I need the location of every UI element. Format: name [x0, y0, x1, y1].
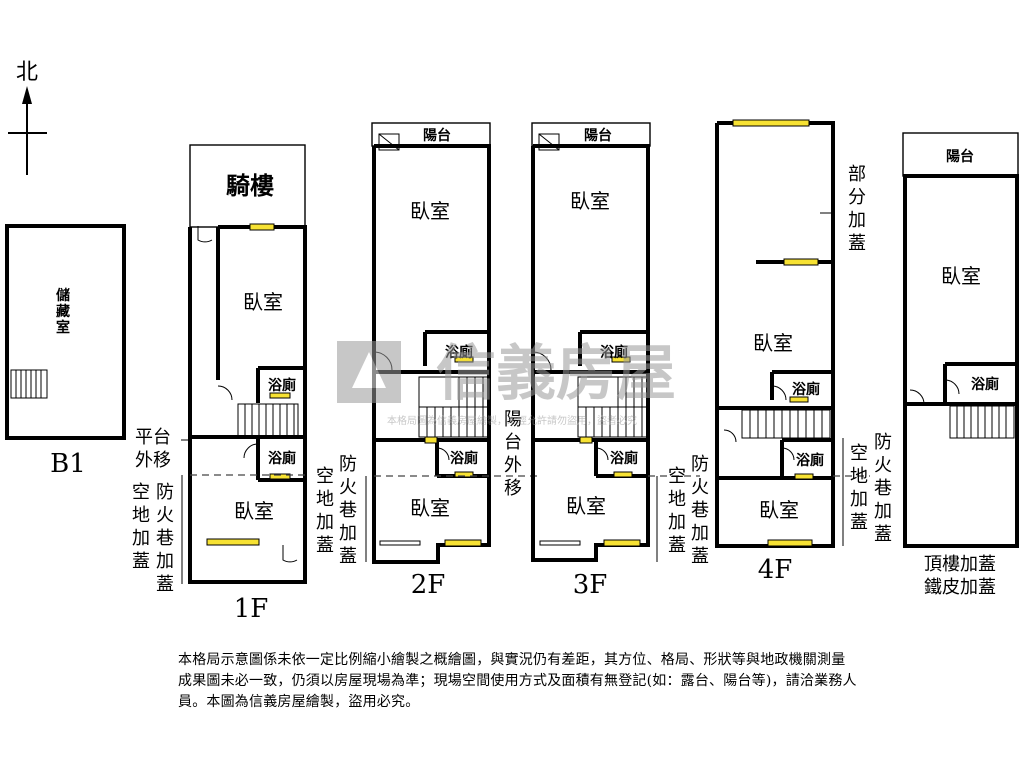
f2-bedroom-lower-label: 臥室 [410, 496, 450, 520]
f4-bedroom-upper-label: 臥室 [753, 331, 793, 355]
f4-window-bath2 [794, 473, 814, 480]
f4-note-space: 空地加蓋 [850, 443, 868, 533]
f2-note-fire: 防火巷加蓋 [339, 454, 357, 567]
b1-caption: B1 [50, 449, 86, 479]
floor-4f: 臥室 浴廁 浴廁 臥室 部分加蓋 空地加蓋 防火巷加蓋 4F [715, 119, 892, 585]
f1-bath-upper-label: 浴廁 [268, 377, 296, 394]
f2-window-bath [454, 356, 474, 363]
disclaimer-text: 本格局示意圖係未依一定比例縮小繪製之概繪圖，與實況仍有差距，其方位、格局、形狀等… [178, 652, 857, 710]
floor-2f: 陽台 臥室 浴廁 浴廁 臥室 空地加蓋 [316, 122, 537, 600]
f3-staircase [577, 376, 649, 438]
f4-bath-lower-label: 浴廁 [796, 452, 824, 469]
watermark: 信義房屋 本格局圖為信義房屋繪製，未經允許請勿盜用，盜者必究 [337, 339, 676, 427]
f1-arcade-label: 騎樓 [226, 171, 274, 200]
f4-bath-upper-label: 浴廁 [792, 381, 820, 398]
f1-note-platform: 平台外移 [135, 427, 171, 471]
f1-bedroom-lower-label: 臥室 [234, 499, 274, 523]
floor-roof: 陽台 臥室 浴廁 頂樓加蓋鐵皮加蓋 [902, 132, 1019, 598]
floor-b1: 儲藏室 B1 [5, 224, 126, 479]
compass-north-label: 北 [16, 60, 38, 85]
f3-balcony-label: 陽台 [584, 127, 612, 144]
roof-bedroom-label: 臥室 [941, 264, 981, 288]
f4-window-bath [789, 396, 809, 403]
b1-storage-label: 儲藏室 [55, 287, 70, 336]
f1-window-top [249, 223, 275, 231]
f3-bedroom-upper-label: 臥室 [570, 189, 610, 213]
north-compass-icon [8, 86, 47, 175]
f4-note-partial: 部分加蓋 [848, 164, 866, 254]
f4-window-bottom [767, 539, 813, 547]
f1-note-space: 空地加蓋 [132, 482, 150, 572]
f1-window-bottom [206, 538, 260, 546]
f2-window-bath2 [454, 471, 474, 478]
roof-balcony-label: 陽台 [946, 148, 974, 165]
f2-note-balcony-shift: 陽台外移 [504, 409, 522, 499]
f3-caption: 3F [573, 570, 608, 600]
f3-bath-upper-label: 浴廁 [600, 344, 628, 361]
f4-window-top [732, 119, 810, 127]
f3-note-space: 空地加蓋 [668, 466, 686, 556]
floor-3f: 陽台 臥室 浴廁 浴廁 臥室 空地加蓋 防火巷加蓋 [531, 122, 709, 600]
f2-bath-upper-label: 浴廁 [445, 344, 473, 361]
f4-caption: 4F [758, 555, 793, 585]
f3-note-fire: 防火巷加蓋 [691, 454, 709, 567]
f1-window-bath2 [269, 473, 291, 480]
f2-window-bottom [444, 539, 482, 547]
f2-bath-lower-label: 浴廁 [450, 450, 478, 467]
f1-bedroom-upper-label: 臥室 [243, 290, 283, 314]
f3-window-bottom [603, 539, 641, 547]
brand-logo-icon [352, 352, 386, 388]
f2-caption: 2F [411, 570, 446, 600]
f4-window-partial [783, 258, 819, 266]
f2-balcony-label: 陽台 [423, 127, 451, 144]
f2-note-space: 空地加蓋 [316, 466, 334, 556]
watermark-brand: 信義房屋 [436, 339, 676, 409]
f2-staircase [418, 376, 490, 438]
floor-1f: 騎樓 臥室 浴廁 浴廁 臥室 平台外移 空地加蓋 防火巷加蓋 1F [132, 144, 307, 624]
f3-bedroom-lower-label: 臥室 [566, 494, 606, 518]
f1-staircase [237, 403, 299, 437]
f1-note-fire: 防火巷加蓋 [156, 482, 174, 595]
f1-caption: 1F [234, 594, 269, 624]
b1-staircase [10, 369, 48, 399]
roof-caption: 頂樓加蓋鐵皮加蓋 [924, 554, 996, 598]
f3-bath-lower-label: 浴廁 [610, 450, 638, 467]
f4-note-fire: 防火巷加蓋 [874, 432, 892, 545]
watermark-notice: 本格局圖為信義房屋繪製，未經允許請勿盜用，盜者必究 [387, 414, 637, 427]
roof-staircase [949, 405, 1015, 439]
f3-window-bath [611, 356, 631, 363]
f4-staircase [741, 409, 831, 439]
f1-window-bath [269, 392, 291, 399]
f1-bath-lower-label: 浴廁 [268, 450, 296, 467]
f3-window-mid [579, 436, 593, 444]
roof-bath-label: 浴廁 [971, 376, 999, 393]
f2-bedroom-upper-label: 臥室 [410, 199, 450, 223]
f2-window-mid [424, 436, 438, 444]
f3-window-bath2 [613, 471, 633, 478]
f4-bedroom-lower-label: 臥室 [759, 498, 799, 522]
